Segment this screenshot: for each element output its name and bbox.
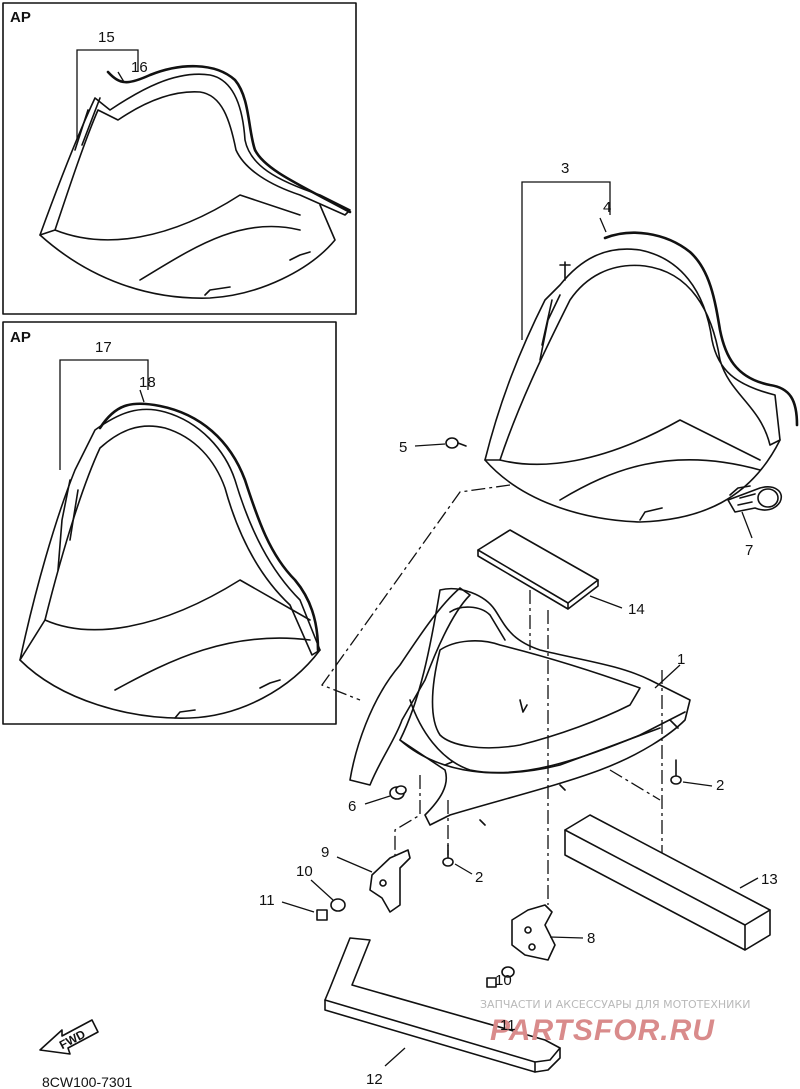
inset-bottom-frame <box>2 321 337 725</box>
assembly-lines <box>320 484 663 905</box>
callout-14: 14 <box>628 601 645 618</box>
nut-11-right <box>486 977 497 988</box>
washer-10-right <box>501 966 515 978</box>
callout-17: 17 <box>95 339 112 356</box>
nut-11-left: 11 <box>259 892 328 921</box>
callout-18: 18 <box>139 374 156 391</box>
windscreen-alt-2 <box>19 402 321 719</box>
bolt-2-lower: 2 <box>442 844 483 886</box>
seal-strip-12: 12 <box>324 937 561 1088</box>
callout-8: 8 <box>587 930 595 947</box>
callout-11-left: 11 <box>259 892 275 909</box>
grommet-7: 7 <box>727 486 782 559</box>
windscreen-main <box>484 231 799 523</box>
callout-1: 1 <box>677 651 685 668</box>
cowling-1: 1 <box>349 587 691 826</box>
inset-bottom: AP 17 18 <box>2 321 337 725</box>
callout-16: 16 <box>131 59 148 76</box>
bracket-8: 8 <box>511 904 595 961</box>
callout-7: 7 <box>745 542 753 559</box>
inset-top-frame <box>2 2 357 315</box>
callout-6: 6 <box>348 798 356 815</box>
pad-14: 14 <box>477 529 645 618</box>
bracket-9: 9 <box>321 844 411 913</box>
bolt-5: 5 <box>399 437 467 456</box>
nut-6: 6 <box>348 785 407 815</box>
callout-4: 4 <box>603 199 611 216</box>
block-13: 13 <box>564 814 778 951</box>
callout-2-lower: 2 <box>475 869 483 886</box>
watermark-tagline: ЗАПЧАСТИ И АКСЕССУАРЫ ДЛЯ МОТОТЕХНИКИ <box>480 998 750 1011</box>
inset-top-label: AP <box>10 9 31 26</box>
watermark-logo: PARTSFOR.RU <box>490 1014 715 1047</box>
callout-5: 5 <box>399 439 407 456</box>
bolt-2-right: 2 <box>670 759 724 794</box>
washer-10-left: 10 <box>296 863 346 912</box>
callout-12: 12 <box>366 1071 383 1088</box>
fwd-arrow-icon: FWD <box>39 1019 99 1055</box>
callout-2-right: 2 <box>716 777 724 794</box>
inset-top: AP 15 16 <box>2 2 357 315</box>
callout-3: 3 <box>561 160 569 177</box>
callout-9: 9 <box>321 844 329 861</box>
callout-10-left: 10 <box>296 863 313 880</box>
callout-13: 13 <box>761 871 778 888</box>
callout-11-right: 11 <box>500 1017 516 1034</box>
callout-10-right: 10 <box>495 972 512 989</box>
callout-15: 15 <box>98 29 115 46</box>
windscreen-alt-1 <box>39 64 352 299</box>
inset-bottom-label: AP <box>10 329 31 346</box>
diagram-code: 8CW100-7301 <box>42 1074 132 1089</box>
